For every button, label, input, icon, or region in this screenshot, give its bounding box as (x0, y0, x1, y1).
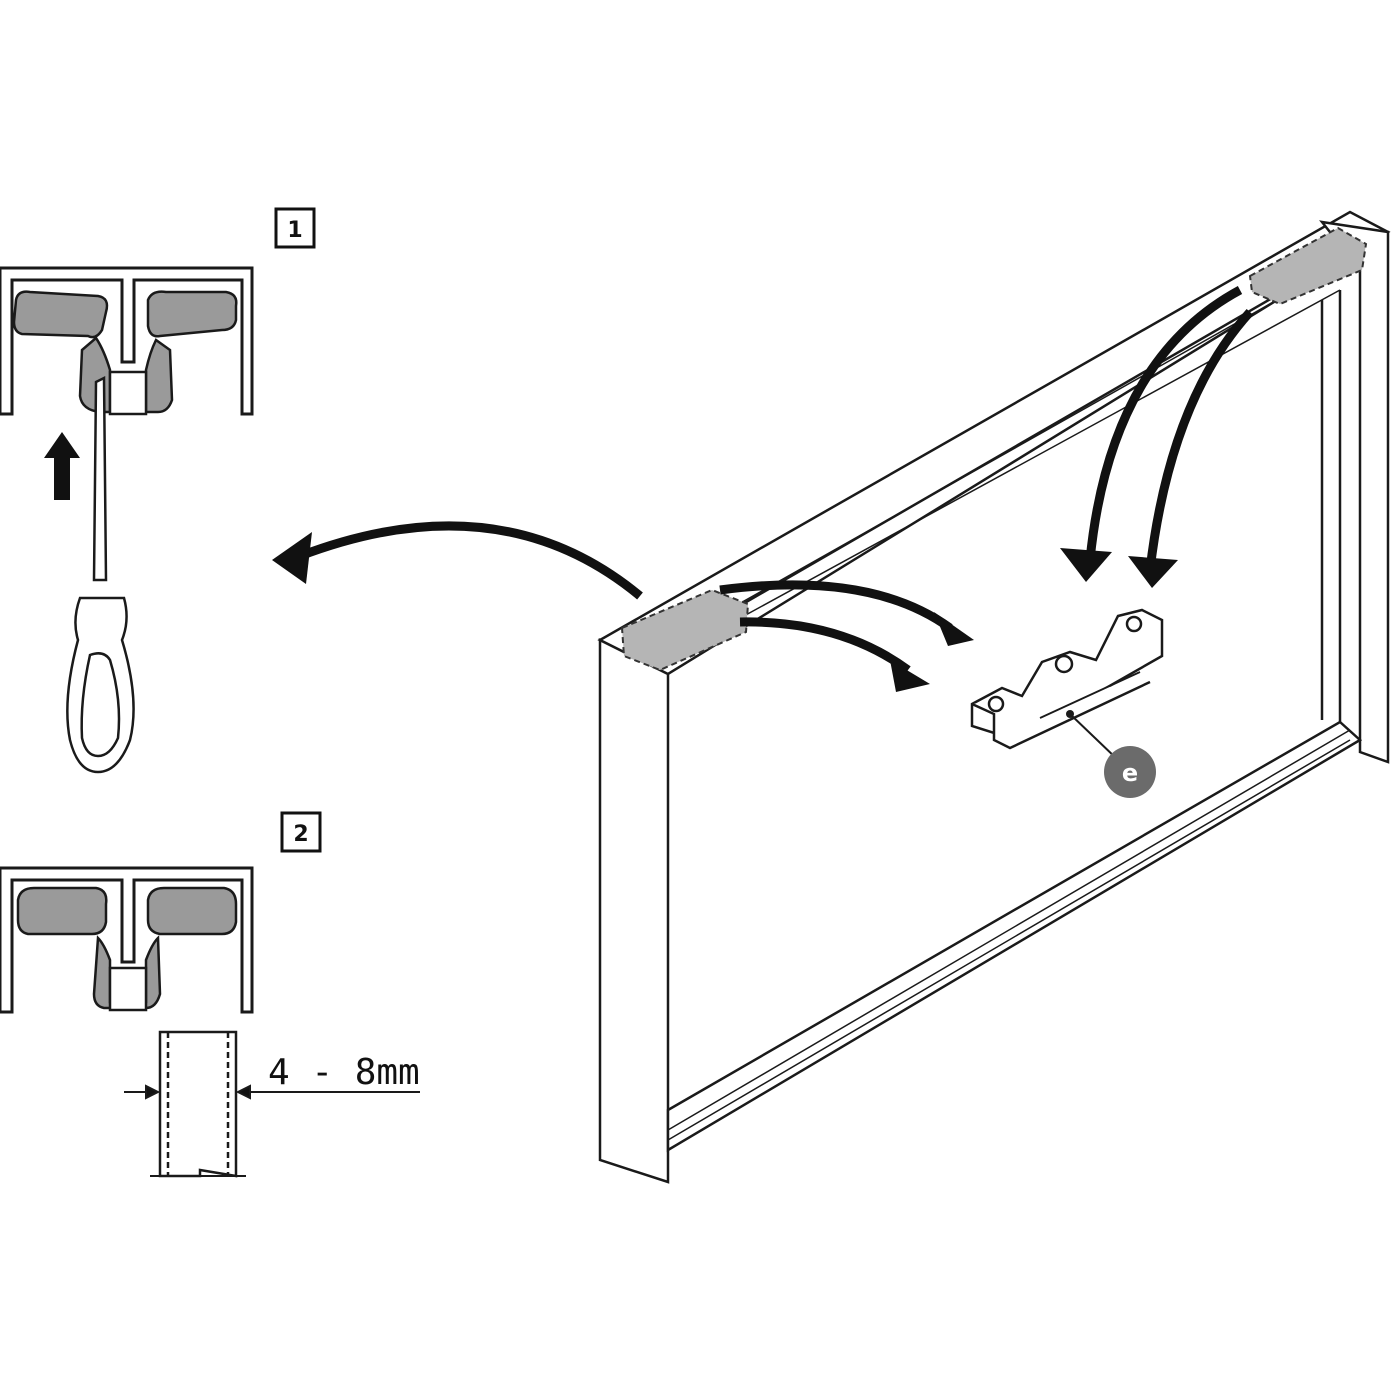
callout-label: e (1122, 759, 1138, 787)
screwdriver-icon (66, 375, 135, 774)
frame-roller-right (1248, 226, 1368, 306)
step-1-label: 1 (287, 218, 302, 243)
panel-edge (150, 1030, 246, 1178)
dimension-line (124, 1084, 420, 1100)
step-2-label: 2 (293, 822, 308, 847)
rail-profile-step1 (0, 266, 254, 416)
roller-step1 (12, 290, 238, 416)
frame-roller-left (620, 588, 750, 672)
arrow-heads (272, 532, 1178, 692)
callout-e: e (1066, 710, 1156, 798)
step-2-box: 2 (280, 811, 322, 853)
dimension-label: 4 - 8mm (268, 1052, 420, 1093)
rail-profile-step2 (0, 866, 254, 1014)
roller-step2 (16, 886, 238, 1012)
roller-component (970, 608, 1164, 750)
up-arrow-icon (44, 432, 80, 500)
step-1-box: 1 (274, 207, 316, 249)
arrows (298, 286, 1254, 674)
